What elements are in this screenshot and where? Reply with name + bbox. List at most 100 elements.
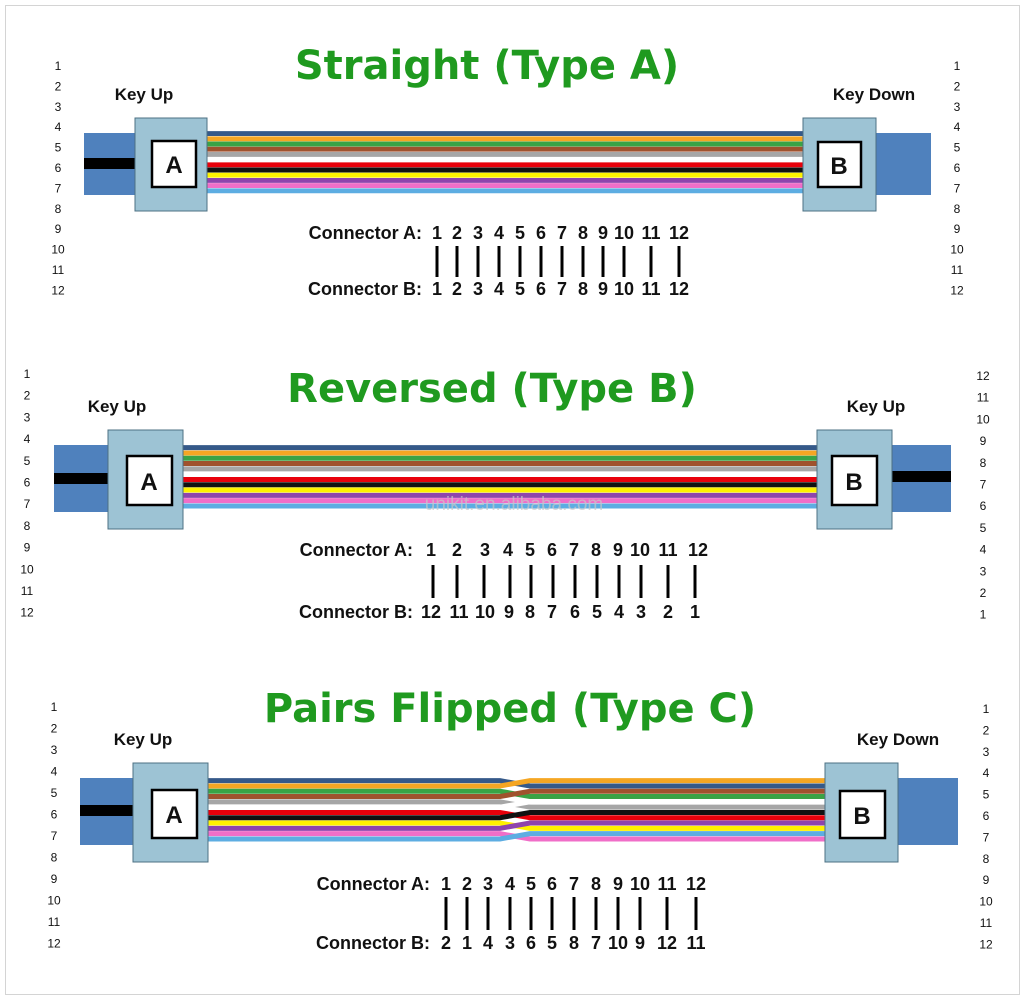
pin-number: 2 xyxy=(24,389,31,403)
pin-number: 12 xyxy=(47,937,61,951)
pin-label: 12 xyxy=(657,933,677,953)
pin-label: 3 xyxy=(636,602,646,622)
pin-number: 11 xyxy=(980,916,993,930)
pin-number: 1 xyxy=(55,59,62,73)
pin-number: 7 xyxy=(24,497,31,511)
left-key-label: Key Up xyxy=(115,85,174,104)
pin-number: 11 xyxy=(951,263,964,277)
pin-number: 8 xyxy=(954,202,961,216)
pin-number: 7 xyxy=(55,181,62,195)
pin-label: 12 xyxy=(688,540,708,560)
right-boot-stripe xyxy=(891,471,951,482)
pin-number: 4 xyxy=(24,432,31,446)
pin-number: 5 xyxy=(51,786,58,800)
left-boot-stripe xyxy=(84,158,136,169)
pin-label: 6 xyxy=(547,540,557,560)
pin-label: 1 xyxy=(462,933,472,953)
pin-number: 11 xyxy=(977,391,990,405)
diagram-frame xyxy=(5,5,1020,995)
pin-label: 5 xyxy=(526,874,536,894)
pin-number: 8 xyxy=(980,456,987,470)
fiber-6 xyxy=(207,799,827,810)
right-boot xyxy=(876,133,931,195)
pin-label: 3 xyxy=(483,874,493,894)
connector-a-letter: A xyxy=(165,152,182,179)
pin-number: 12 xyxy=(979,937,993,951)
pin-label: 8 xyxy=(591,874,601,894)
pin-label: 5 xyxy=(592,602,602,622)
pin-number: 8 xyxy=(51,851,58,865)
pin-label: 5 xyxy=(525,540,535,560)
pin-number: 1 xyxy=(983,702,990,716)
pin-label: 8 xyxy=(578,223,588,243)
pin-label: 1 xyxy=(690,602,700,622)
pin-label: 1 xyxy=(441,874,451,894)
pin-label: 10 xyxy=(614,223,634,243)
pin-label: 7 xyxy=(569,874,579,894)
connector-b-label: Connector B: xyxy=(316,933,430,953)
pin-label: 11 xyxy=(641,279,660,299)
pin-number: 3 xyxy=(55,100,62,114)
pin-label: 2 xyxy=(663,602,673,622)
pin-number: 6 xyxy=(954,161,961,175)
pin-label: 9 xyxy=(504,602,514,622)
pin-number: 7 xyxy=(954,181,961,195)
pin-connection-lines xyxy=(431,565,697,598)
section-title: Pairs Flipped (Type C) xyxy=(264,686,756,732)
connector-a-face xyxy=(150,788,199,840)
pin-number: 10 xyxy=(976,412,990,426)
connector-a-face xyxy=(125,454,174,507)
pin-label: 4 xyxy=(494,279,504,299)
pin-label: 4 xyxy=(494,223,504,243)
pin-label: 2 xyxy=(452,223,462,243)
pin-label: 3 xyxy=(473,279,483,299)
pin-number: 8 xyxy=(24,519,31,533)
pin-number: 2 xyxy=(983,723,990,737)
pin-label: 6 xyxy=(536,279,546,299)
pin-number: 11 xyxy=(52,263,65,277)
pin-label: 5 xyxy=(547,933,557,953)
pin-label: 9 xyxy=(635,933,645,953)
fiber-4 xyxy=(207,788,827,800)
pin-connection-lines xyxy=(435,246,681,277)
pin-number: 10 xyxy=(47,894,61,908)
pin-label: 11 xyxy=(641,223,660,243)
connector-b-letter: B xyxy=(830,153,847,180)
pin-number: 5 xyxy=(55,141,62,155)
left-key-label: Key Up xyxy=(114,730,173,749)
pin-label: 12 xyxy=(686,874,706,894)
pin-number: 9 xyxy=(51,872,58,886)
pin-label: 10 xyxy=(614,279,634,299)
pin-label: 3 xyxy=(473,223,483,243)
pin-number: 6 xyxy=(55,161,62,175)
pin-number: 11 xyxy=(48,915,61,929)
pin-number: 12 xyxy=(51,283,65,297)
pin-number: 1 xyxy=(980,608,987,622)
connector-a-letter: A xyxy=(140,469,157,496)
connector-b-letter: B xyxy=(853,803,870,830)
pin-label: 2 xyxy=(452,540,462,560)
pin-label: 10 xyxy=(608,933,628,953)
pin-label: 1 xyxy=(426,540,436,560)
pin-label: 4 xyxy=(503,540,513,560)
pin-label: 1 xyxy=(432,279,442,299)
pin-number: 6 xyxy=(24,476,31,490)
pin-number: 3 xyxy=(51,743,58,757)
pin-label: 6 xyxy=(570,602,580,622)
pin-label: 6 xyxy=(536,223,546,243)
pin-label: 2 xyxy=(452,279,462,299)
pin-label: 2 xyxy=(462,874,472,894)
pin-number: 2 xyxy=(954,79,961,93)
left-boot-stripe xyxy=(54,473,109,484)
fiber-ribbon xyxy=(182,445,818,509)
pin-number: 3 xyxy=(980,564,987,578)
pin-label: 8 xyxy=(578,279,588,299)
pin-number: 11 xyxy=(21,584,34,598)
